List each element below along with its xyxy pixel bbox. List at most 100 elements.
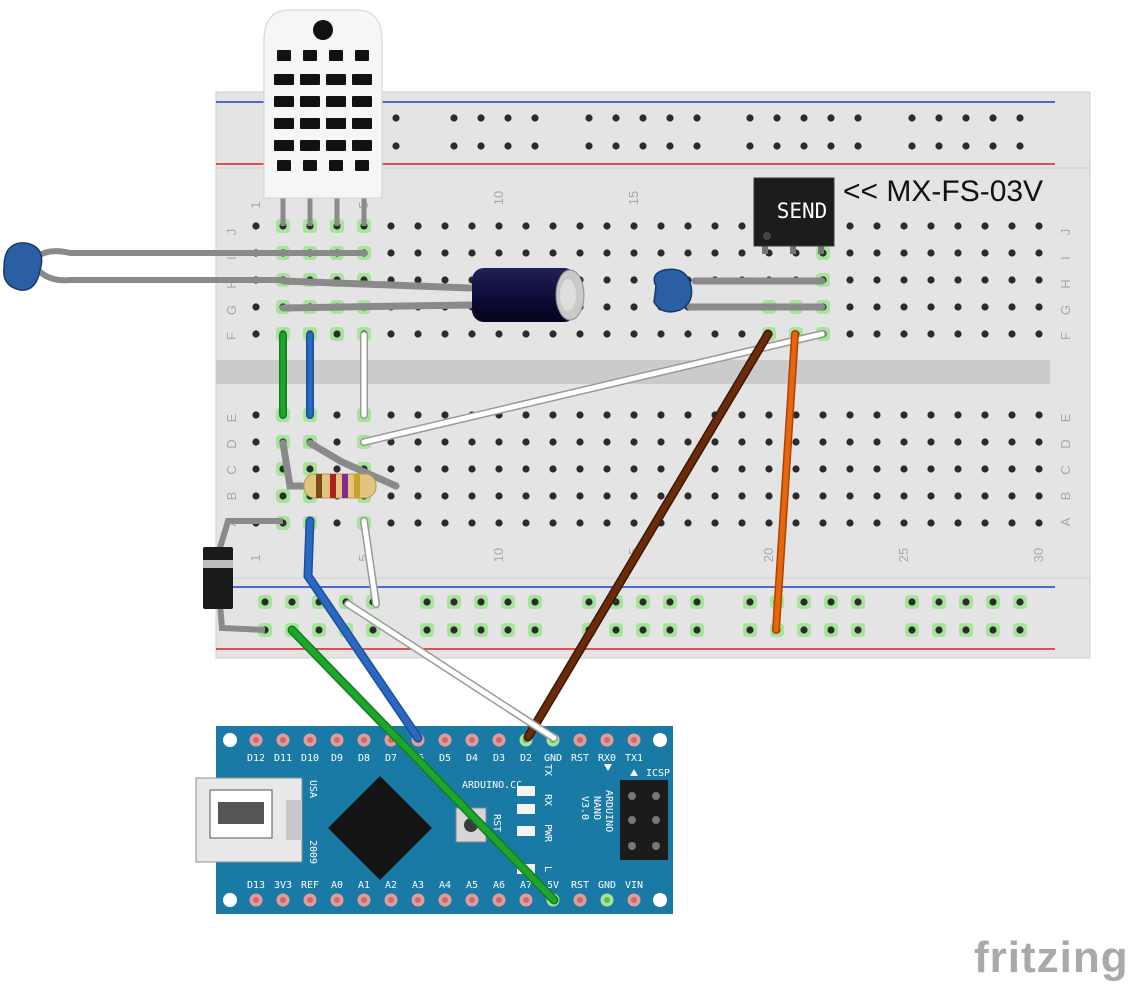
breadboard-hole: [585, 598, 593, 606]
electrolytic-capacitor: [472, 268, 585, 322]
breadboard-hole: [531, 142, 539, 150]
breadboard-hole: [387, 519, 395, 527]
breadboard-hole: [603, 519, 611, 527]
nano-top-pin-label: D3: [493, 753, 505, 764]
dht-vent-slot: [303, 50, 317, 61]
breadboard-hole: [827, 114, 835, 122]
row-letter-j: J: [224, 229, 239, 236]
breadboard-hole: [423, 626, 431, 634]
breadboard-hole: [414, 222, 422, 230]
breadboard-hole: [954, 303, 962, 311]
breadboard-hole: [522, 492, 530, 500]
breadboard-hole: [711, 249, 719, 257]
breadboard-hole: [414, 330, 422, 338]
breadboard-hole: [441, 249, 449, 257]
nano-pin-hole: [604, 897, 610, 903]
breadboard-hole: [684, 438, 692, 446]
breadboard-hole: [549, 492, 557, 500]
breadboard-hole: [854, 114, 862, 122]
breadboard-hole: [576, 222, 584, 230]
nano-top-pin-label: D5: [439, 753, 451, 764]
breadboard-hole: [773, 142, 781, 150]
breadboard-hole: [1035, 303, 1043, 311]
breadboard-hole: [908, 626, 916, 634]
breadboard-hole: [711, 222, 719, 230]
breadboard-hole: [1035, 249, 1043, 257]
breadboard-hole: [962, 142, 970, 150]
breadboard-hole: [468, 222, 476, 230]
breadboard-hole: [765, 411, 773, 419]
dht-vent-slot: [277, 160, 291, 171]
breadboard-hole: [657, 438, 665, 446]
breadboard-hole: [873, 276, 881, 284]
nano-bottom-pin-label: A7: [520, 880, 532, 891]
breadboard-hole: [441, 438, 449, 446]
breadboard-hole: [846, 303, 854, 311]
breadboard-hole: [549, 222, 557, 230]
nano-bottom-pin-label: A4: [439, 880, 451, 891]
breadboard-hole: [954, 276, 962, 284]
breadboard-hole: [935, 142, 943, 150]
breadboard-hole: [765, 519, 773, 527]
breadboard-hole: [450, 142, 458, 150]
col-num-bottom-20: 20: [761, 548, 776, 562]
breadboard-hole: [854, 626, 862, 634]
nano-top-pin-label: GND: [544, 753, 562, 764]
dht-vent-slot: [300, 118, 320, 129]
breadboard-hole: [1008, 465, 1016, 473]
nano-pin-hole: [253, 897, 259, 903]
row-letter-b: B: [224, 492, 239, 501]
row-letter-j-right: J: [1058, 229, 1073, 236]
breadboard-hole: [981, 492, 989, 500]
breadboard-hole: [414, 519, 422, 527]
breadboard-hole: [630, 465, 638, 473]
nano-bottom-pin-label: VIN: [625, 880, 643, 891]
breadboard-hole: [1008, 249, 1016, 257]
nano-model-line3: V3.0: [579, 796, 590, 820]
breadboard-hole: [441, 411, 449, 419]
breadboard-hole: [854, 142, 862, 150]
transmitter-chip-text: SEND: [777, 199, 828, 223]
breadboard-hole: [927, 438, 935, 446]
breadboard-hole: [927, 465, 935, 473]
breadboard-hole: [846, 519, 854, 527]
breadboard-hole: [873, 330, 881, 338]
breadboard-hole: [252, 438, 260, 446]
row-letter-f-right: F: [1058, 332, 1073, 340]
dht-vent-slot: [274, 96, 294, 107]
breadboard-hole: [800, 114, 808, 122]
dht-vent-slot: [277, 50, 291, 61]
breadboard-hole: [612, 142, 620, 150]
breadboard-hole: [711, 438, 719, 446]
breadboard-hole: [252, 330, 260, 338]
breadboard-hole: [900, 330, 908, 338]
breadboard-hole: [684, 411, 692, 419]
breadboard-hole: [746, 114, 754, 122]
row-letter-h-right: H: [1058, 279, 1073, 288]
col-num-top-1: 1: [248, 201, 263, 208]
dht-vent-slot: [355, 160, 369, 171]
nano-led-pwr: PWR: [542, 824, 553, 843]
nano-pin-hole: [361, 737, 367, 743]
breadboard-hole: [630, 249, 638, 257]
breadboard-hole: [981, 519, 989, 527]
breadboard-hole: [392, 142, 400, 150]
resistor: [303, 473, 377, 499]
breadboard-hole: [684, 249, 692, 257]
nano-bottom-pin-label: 3V3: [274, 880, 292, 891]
breadboard-hole: [414, 249, 422, 257]
breadboard-hole: [495, 492, 503, 500]
breadboard-hole: [576, 330, 584, 338]
transmitter-module: SEND << MX-FS-03V: [753, 175, 1043, 254]
row-letter-b-right: B: [1058, 492, 1073, 501]
breadboard-hole: [261, 598, 269, 606]
breadboard-hole: [387, 438, 395, 446]
breadboard-hole: [306, 465, 314, 473]
breadboard-hole: [630, 222, 638, 230]
breadboard-hole: [576, 519, 584, 527]
nano-pin-hole: [577, 897, 583, 903]
breadboard-hole: [746, 142, 754, 150]
breadboard-hole: [1016, 598, 1024, 606]
breadboard-hole: [441, 222, 449, 230]
breadboard-hole: [504, 598, 512, 606]
